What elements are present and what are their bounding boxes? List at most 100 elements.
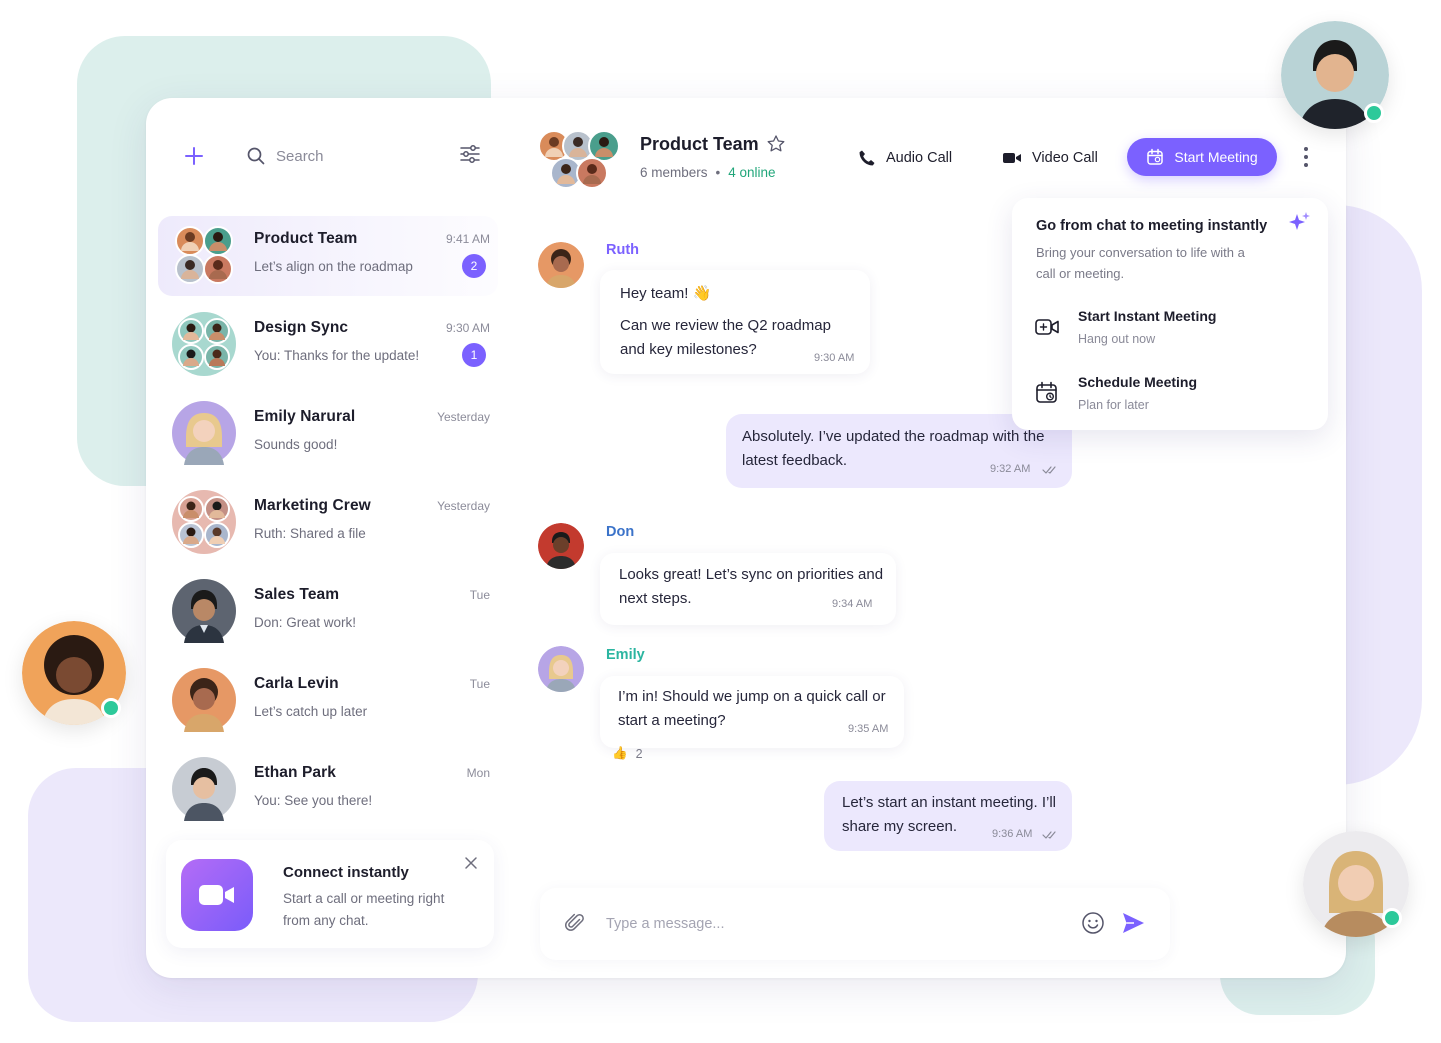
online-status-dot [101, 698, 121, 718]
more-vertical-icon [1304, 147, 1308, 167]
message-time: 9:30 AM [814, 352, 855, 364]
message-input[interactable] [606, 912, 1036, 936]
conversation-name: Product Team [254, 230, 358, 247]
sender-name: Don [606, 524, 635, 540]
double-check-icon [1042, 466, 1056, 474]
unread-badge: 2 [462, 254, 486, 278]
reaction-count: 2 [635, 746, 643, 761]
sliders-icon [460, 145, 480, 163]
conversation-name: Sales Team [254, 586, 340, 603]
smiley-icon[interactable] [1080, 910, 1106, 936]
start-meeting-button[interactable]: Start Meeting [1127, 138, 1277, 176]
message-time: 9:35 AM [848, 723, 889, 735]
search-bar [246, 140, 486, 172]
contact-avatar [172, 579, 236, 643]
thumbs-up-icon: 👍 [612, 746, 628, 760]
filter-button[interactable] [458, 142, 484, 168]
paperclip-icon[interactable] [564, 912, 586, 934]
start-instant-meeting-option[interactable]: Start Instant Meeting Hang out now [1032, 304, 1308, 356]
conversation-item[interactable]: Sales Team Don: Great work! Tue [166, 572, 496, 652]
contact-avatar [172, 668, 236, 732]
message-text: I’m in! Should we jump on a quick call o… [618, 688, 886, 729]
conversation-preview: Let’s catch up later [254, 704, 368, 719]
message-bubble: Let’s start an instant meeting. I’ll sha… [824, 781, 1072, 851]
send-icon[interactable] [1120, 910, 1146, 936]
chat-meta: 6 members•4 online [640, 165, 776, 180]
conversation-item[interactable]: Design Sync You: Thanks for the update! … [166, 305, 496, 385]
message-reaction[interactable]: 👍 2 [612, 746, 643, 761]
video-camera-icon [1035, 319, 1059, 335]
conversation-time: 9:41 AM [445, 232, 490, 246]
schedule-meeting-option[interactable]: Schedule Meeting Plan for later [1032, 370, 1308, 422]
conversation-item[interactable]: Marketing Crew Ruth: Shared a file Yeste… [166, 483, 496, 563]
close-button[interactable] [462, 854, 480, 872]
online-status-dot [1364, 103, 1384, 123]
message-composer [540, 888, 1170, 960]
close-icon [465, 857, 477, 869]
popover-description: Bring your conversation to life with a c… [1036, 245, 1245, 281]
video-call-label: Video Call [1032, 150, 1098, 166]
calendar-icon [1036, 381, 1057, 403]
promo-description: Start a call or meeting right from any c… [283, 891, 445, 928]
promo-title: Connect instantly [283, 864, 409, 881]
sparkle-icon [1289, 212, 1310, 230]
video-camera-icon [1003, 153, 1021, 163]
conversation-time: Yesterday [437, 499, 490, 513]
conversation-time: Yesterday [437, 410, 490, 424]
contact-avatar [172, 757, 236, 821]
promo-card: Connect instantly Start a call or meetin… [166, 840, 494, 948]
conversation-item[interactable]: Ethan Park You: See you there! Mon [166, 750, 496, 830]
message-bubble: Hey team! 👋 Can we review the Q2 roadmap… [600, 270, 870, 374]
favorite-button[interactable] [766, 134, 786, 154]
group-avatar [538, 130, 620, 189]
message-text: Absolutely. I’ve updated the roadmap wit… [742, 428, 1045, 469]
conversation-time: Mon [466, 766, 490, 780]
group-avatar [172, 312, 236, 376]
conversation-preview: Don: Great work! [254, 615, 357, 630]
conversation-preview: Let’s align on the roadmap [254, 259, 413, 274]
online-count: 4 online [728, 165, 776, 180]
sender-avatar [538, 242, 584, 288]
sidebar: Product Team Let’s align on the roadmap … [146, 98, 516, 978]
chat-window: Product Team Let’s align on the roadmap … [146, 98, 1346, 978]
star-icon [767, 135, 785, 152]
message-bubble: Looks great! Let’s sync on priorities an… [600, 553, 896, 625]
start-meeting-label: Start Meeting [1174, 149, 1258, 165]
contact-avatar [172, 401, 236, 465]
conversation-name: Emily Narural [254, 408, 356, 425]
chat-header: Product Team 6 members•4 online Audio Ca… [536, 126, 1326, 196]
search-input[interactable] [276, 147, 426, 165]
conversation-item[interactable]: Product Team Let’s align on the roadmap … [158, 216, 498, 296]
plus-icon [185, 147, 203, 165]
option-subtitle: Hang out now [1078, 332, 1156, 346]
conversation-preview: You: Thanks for the update! [254, 348, 420, 363]
sender-avatar [538, 646, 584, 692]
conversation-name: Marketing Crew [254, 497, 371, 514]
new-chat-button[interactable] [176, 138, 212, 174]
option-subtitle: Plan for later [1078, 398, 1149, 412]
message-text: Hey team! 👋 [620, 285, 712, 302]
message-time: 9:32 AM [990, 463, 1031, 475]
online-status-dot [1382, 908, 1402, 928]
conversation-time: Tue [469, 588, 490, 602]
floating-avatar [1281, 21, 1389, 129]
floating-avatar [22, 621, 126, 725]
message-text: Can we review the Q2 roadmap and key mil… [620, 317, 831, 358]
video-call-button[interactable]: Video Call [1002, 142, 1098, 174]
chat-title: Product Team [640, 134, 759, 154]
floating-avatar [1303, 831, 1409, 937]
sender-avatar [538, 523, 584, 569]
more-options-button[interactable] [1296, 142, 1316, 172]
option-title: Start Instant Meeting [1078, 308, 1217, 324]
message-bubble: Absolutely. I’ve updated the roadmap wit… [726, 414, 1072, 488]
message-text: Let’s start an instant meeting. I’ll sha… [842, 794, 1056, 835]
conversation-time: Tue [469, 677, 490, 691]
conversation-item[interactable]: Carla Levin Let’s catch up later Tue [166, 661, 496, 741]
conversation-time: 9:30 AM [445, 321, 490, 335]
message-bubble: I’m in! Should we jump on a quick call o… [600, 676, 904, 748]
conversation-item[interactable]: Emily Narural Sounds good! Yesterday [166, 394, 496, 474]
member-count: 6 members [640, 165, 708, 180]
conversation-preview: You: See you there! [254, 793, 373, 808]
audio-call-button[interactable]: Audio Call [858, 142, 952, 174]
